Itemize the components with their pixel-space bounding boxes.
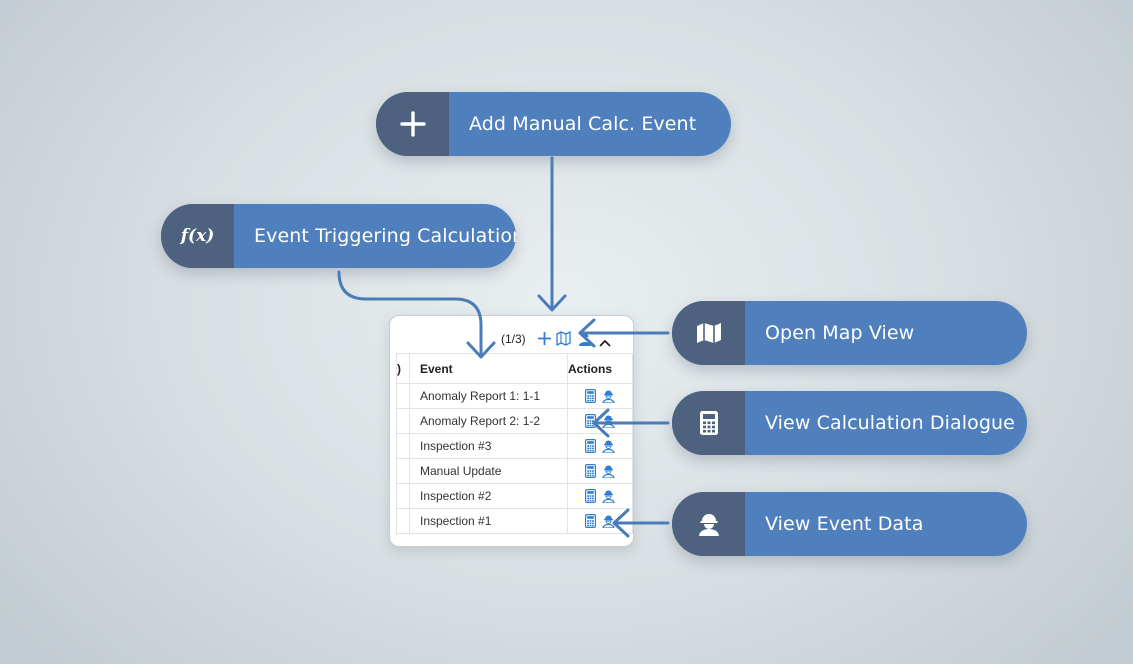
table-row[interactable]: Inspection #2 [396,483,633,509]
callout-label: Open Map View [765,322,915,344]
callout-label: Event Triggering Calculation [254,225,516,247]
actions-cell [567,458,633,484]
page-indicator: (1/3) [501,332,526,346]
event-triggering-calculation-callout: f(x) Event Triggering Calculation [161,204,516,268]
view-calculation-icon[interactable] [585,489,596,503]
view-event-data-icon[interactable] [602,439,615,453]
table-header-row: ) Event Actions [396,353,633,384]
event-cell: Inspection #2 [409,483,568,509]
view-event-data-callout: View Event Data [672,492,1027,556]
column-header-truncated: ) [396,353,410,384]
view-event-data-icon[interactable] [602,464,615,478]
arrow-add-manual-head [537,294,567,312]
view-event-data-icon[interactable] [602,389,615,403]
table-row[interactable]: Manual Update [396,458,633,484]
truncated-cell [396,508,410,534]
event-data-button[interactable] [579,332,591,351]
worker-icon [672,492,745,556]
actions-cell [567,383,633,409]
callout-label: View Event Data [765,513,924,535]
view-event-data-icon[interactable] [602,514,615,528]
actions-cell [567,408,633,434]
add-manual-calc-event-callout: Add Manual Calc. Event [376,92,731,156]
table-row[interactable]: Anomaly Report 2: 1-2 [396,408,633,434]
actions-cell [567,483,633,509]
truncated-cell [396,383,410,409]
map-icon [672,301,745,365]
view-calculation-icon[interactable] [585,514,596,528]
event-cell: Inspection #3 [409,433,568,459]
actions-cell [567,508,633,534]
view-calculation-icon[interactable] [585,439,596,453]
view-calculation-icon[interactable] [585,414,596,428]
calculator-icon [672,391,745,455]
actions-cell [567,433,633,459]
plus-icon [376,92,449,156]
table-row[interactable]: Anomaly Report 1: 1-1 [396,383,633,409]
view-calculation-icon[interactable] [585,389,596,403]
collapse-chevron-icon[interactable] [599,334,611,352]
table-row[interactable]: Inspection #1 [396,508,633,534]
event-cell: Manual Update [409,458,568,484]
event-cell: Anomaly Report 2: 1-2 [409,408,568,434]
open-map-view-callout: Open Map View [672,301,1027,365]
truncated-cell [396,483,410,509]
view-event-data-icon[interactable] [602,414,615,428]
function-icon: f(x) [161,204,234,268]
map-view-button[interactable] [556,330,571,351]
view-calculation-dialogue-callout: View Calculation Dialogue [672,391,1027,455]
event-cell: Inspection #1 [409,508,568,534]
event-panel: (1/3) ) Event Actions A [389,315,634,547]
event-cell: Anomaly Report 1: 1-1 [409,383,568,409]
panel-toolbar: (1/3) [390,316,633,352]
column-header-event[interactable]: Event [409,353,568,384]
truncated-cell [396,458,410,484]
table-row[interactable]: Inspection #3 [396,433,633,459]
callout-label: View Calculation Dialogue [765,412,1015,434]
truncated-cell [396,408,410,434]
add-event-button[interactable] [537,331,552,351]
callout-label: Add Manual Calc. Event [469,113,697,135]
view-calculation-icon[interactable] [585,464,596,478]
truncated-cell [396,433,410,459]
view-event-data-icon[interactable] [602,489,615,503]
column-header-actions: Actions [567,353,633,384]
